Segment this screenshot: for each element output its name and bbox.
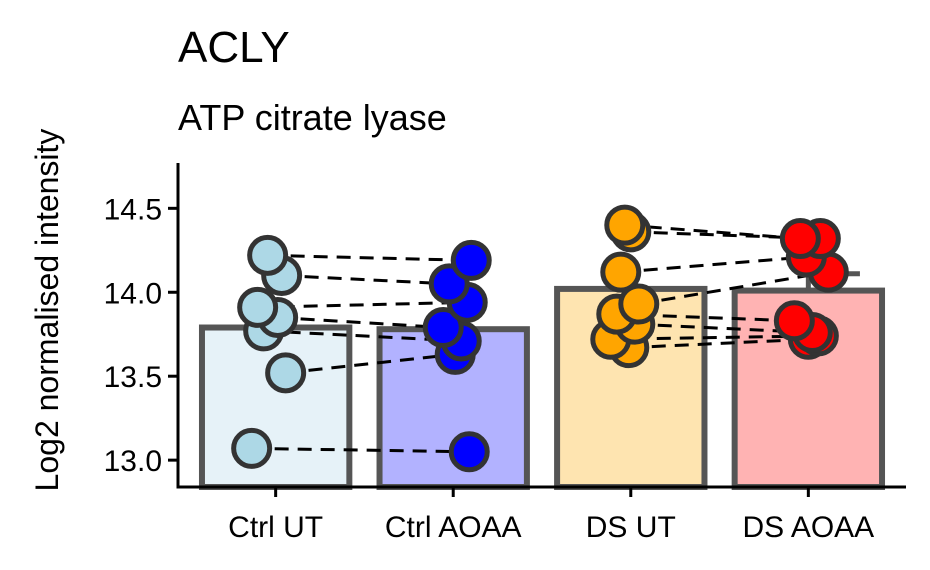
pair-line-11 bbox=[638, 270, 829, 306]
point-2-11 bbox=[618, 283, 660, 325]
point-0-0 bbox=[231, 427, 273, 469]
x-tick-label-2: DS UT bbox=[586, 511, 676, 544]
pair-line-7 bbox=[628, 337, 809, 350]
pair-line-14 bbox=[624, 223, 801, 241]
x-tick-label-1: Ctrl AOAA bbox=[385, 511, 522, 544]
pair-line-1 bbox=[285, 352, 456, 375]
point-0-1 bbox=[265, 352, 307, 394]
point-1-6 bbox=[450, 239, 492, 281]
y-tick-label-3: 14.5 bbox=[104, 193, 162, 226]
x-tick-label-3: DS AOAA bbox=[742, 511, 874, 544]
pair-line-12 bbox=[620, 255, 807, 274]
point-2-12 bbox=[600, 251, 642, 293]
pair-line-5 bbox=[281, 273, 450, 286]
point-1-0 bbox=[448, 431, 490, 473]
point-1-3 bbox=[422, 307, 464, 349]
bar-3 bbox=[731, 287, 886, 490]
y-axis-title: Log2 normalised intensity bbox=[29, 129, 65, 492]
chart-title: ACLY bbox=[178, 23, 290, 72]
pair-line-3 bbox=[277, 315, 444, 330]
point-2-14 bbox=[604, 204, 646, 246]
points-layer bbox=[231, 204, 849, 473]
pair-line-6 bbox=[267, 253, 472, 262]
pair-line-0 bbox=[251, 446, 470, 454]
y-tick-label-0: 13.0 bbox=[104, 445, 162, 478]
point-3-10 bbox=[773, 300, 815, 342]
y-tick-label-1: 13.5 bbox=[104, 361, 162, 394]
bar-0 bbox=[198, 324, 353, 490]
point-3-14 bbox=[779, 218, 821, 260]
point-0-6 bbox=[247, 234, 289, 276]
pair-line-13 bbox=[630, 230, 821, 241]
point-0-4 bbox=[237, 286, 279, 328]
chart-subtitle: ATP citrate lyase bbox=[178, 97, 447, 138]
y-tick-label-2: 14.0 bbox=[104, 277, 162, 310]
pair-lines-layer bbox=[251, 223, 829, 454]
x-tick-label-0: Ctrl UT bbox=[228, 511, 323, 544]
